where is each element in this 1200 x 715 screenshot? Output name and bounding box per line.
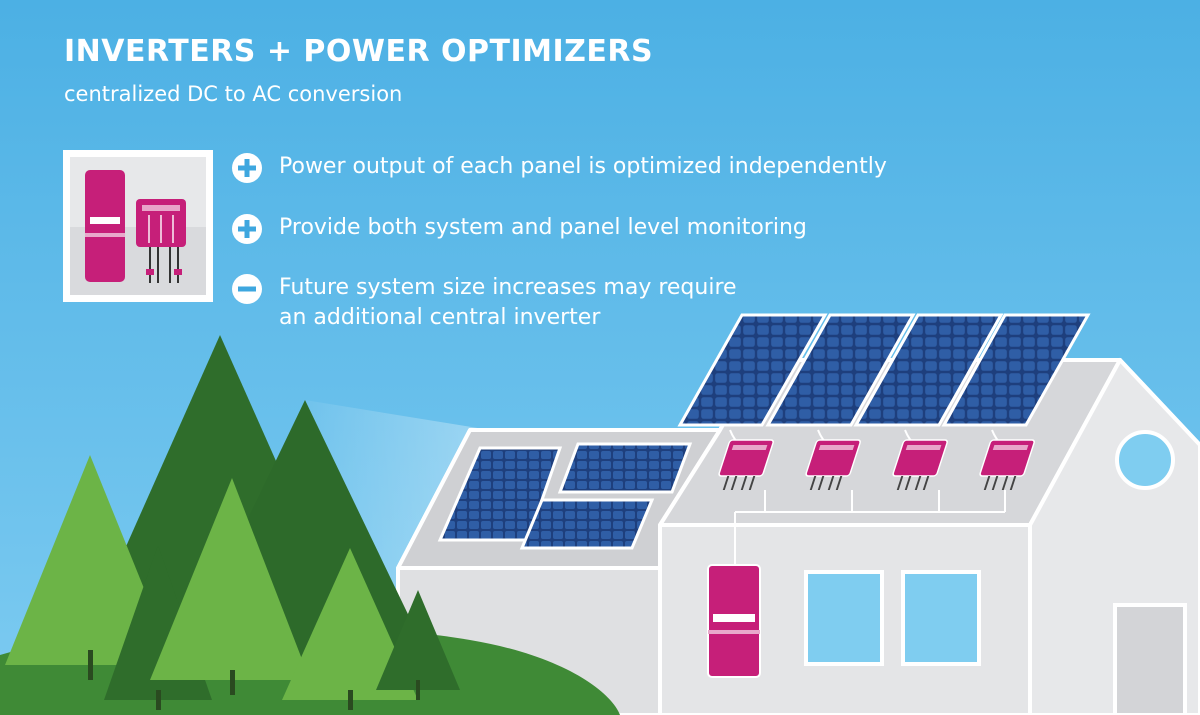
power-optimizer xyxy=(979,439,1035,490)
plus-icon xyxy=(232,153,262,183)
feature-item: Provide both system and panel level moni… xyxy=(232,213,807,244)
tree xyxy=(150,478,310,680)
power-optimizer xyxy=(892,439,948,490)
solar-panel xyxy=(853,313,1004,427)
solar-panel xyxy=(941,313,1091,427)
solar-panel xyxy=(557,442,693,494)
power-optimizer xyxy=(718,439,774,490)
window xyxy=(804,570,884,666)
minus-icon xyxy=(232,274,262,304)
tree xyxy=(5,455,175,665)
solar-panel xyxy=(519,498,655,550)
page-subtitle: centralized DC to AC conversion xyxy=(64,82,403,106)
power-optimizer xyxy=(805,439,861,490)
round-window xyxy=(1115,430,1175,490)
power-optimizers xyxy=(718,439,1035,490)
feature-text-continued: an additional central inverter xyxy=(279,305,601,330)
left-roof-panels xyxy=(437,442,693,550)
solar-panel xyxy=(677,313,828,427)
feature-text: Future system size increases may require xyxy=(279,275,737,300)
inverter-optimizer-icon xyxy=(70,157,206,295)
upper-roof-panels xyxy=(677,313,1091,427)
feature-text: Power output of each panel is optimized … xyxy=(279,154,887,179)
tree xyxy=(282,548,418,700)
house-windows xyxy=(804,430,1187,715)
feature-item: Power output of each panel is optimized … xyxy=(232,152,887,183)
door xyxy=(1113,603,1187,715)
plus-icon xyxy=(232,214,262,244)
feature-text: Provide both system and panel level moni… xyxy=(279,215,807,240)
device-card xyxy=(63,150,213,302)
solar-panel xyxy=(765,313,916,427)
tree xyxy=(376,590,460,690)
window xyxy=(901,570,981,666)
page-title: INVERTERS + POWER OPTIMIZERS xyxy=(64,34,654,69)
feature-item: Future system size increases may require… xyxy=(232,273,737,333)
central-inverter xyxy=(707,564,761,678)
trees xyxy=(5,335,460,710)
